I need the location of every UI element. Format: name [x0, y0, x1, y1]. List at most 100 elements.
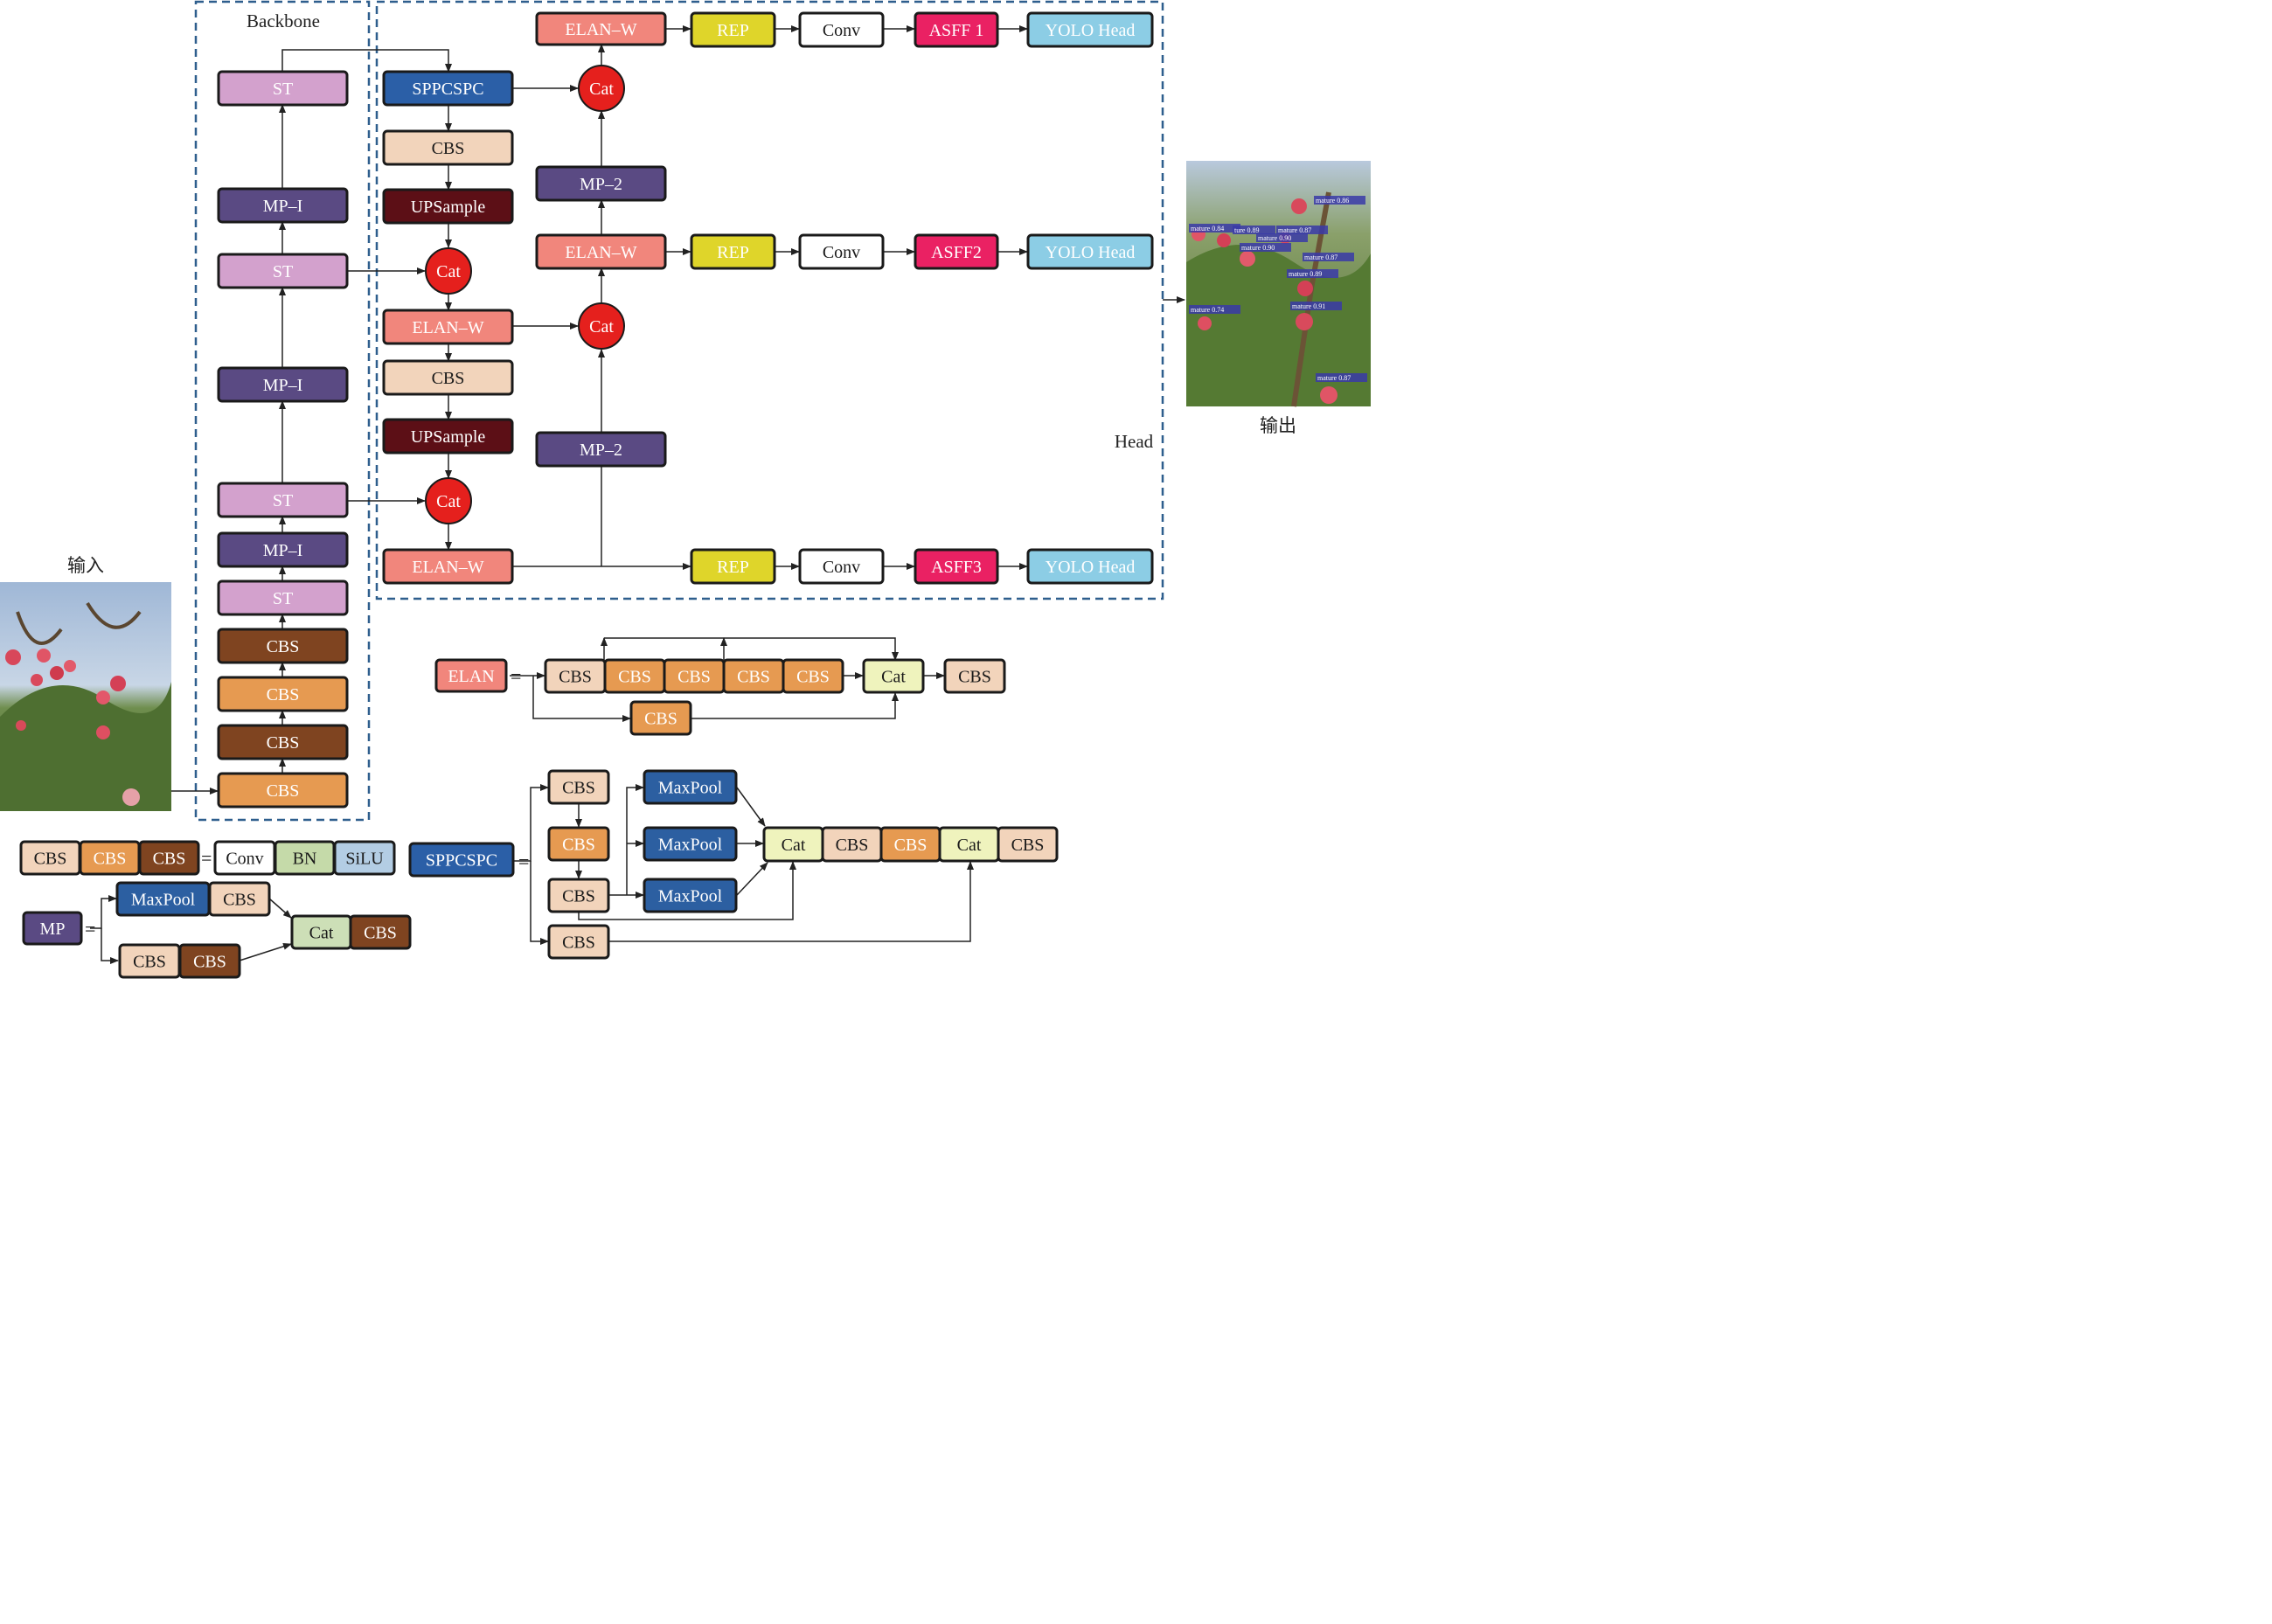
conv-block: Conv: [798, 548, 885, 585]
neck-cbs-block: CBS: [382, 129, 514, 166]
detection-label: mature 0.90: [1258, 234, 1291, 242]
detection-label: mature 0.84: [1191, 225, 1224, 232]
neck-upsample-block-label: UPSample: [411, 427, 486, 447]
backbone-st-block: ST: [217, 70, 349, 107]
cat-node-label: Cat: [589, 80, 614, 99]
backbone-mp-block-label: MP–I: [263, 541, 303, 560]
yolo-head-block: YOLO Head: [1026, 11, 1154, 48]
detection-label: mature 0.90: [1241, 244, 1275, 252]
asff-block-label: ASFF3: [931, 558, 982, 577]
legend-spp-cat: Cat: [938, 826, 1000, 863]
legend-cbs-part-label: CBS: [34, 850, 67, 869]
neck-sppcspc-block: SPPCSPC: [382, 70, 514, 107]
legend-elan-cbs: CBS: [544, 658, 607, 694]
head-mp-2-mid: MP–2: [535, 431, 667, 468]
detection-label-bg: [1233, 226, 1275, 234]
head-elan-w-mid-label: ELAN–W: [565, 243, 636, 262]
backbone-cbs-block: CBS: [217, 772, 349, 809]
detection-label-bg: [1290, 302, 1342, 310]
input-image: [0, 582, 171, 811]
detection-label-bg: [1316, 373, 1367, 382]
neck-elan-w-block-label: ELAN–W: [412, 318, 483, 337]
legend-spp-cbs-label: CBS: [836, 836, 869, 855]
yolo-head-block-label: YOLO Head: [1046, 558, 1136, 577]
conv-block-label: Conv: [823, 243, 860, 262]
conv-block-label: Conv: [823, 21, 860, 40]
head-elan-w-top-label: ELAN–W: [565, 20, 636, 39]
legend-elan-cat-label: Cat: [881, 668, 906, 687]
detection-label-bg: [1189, 224, 1240, 232]
legend-spp-cbs-label: CBS: [894, 836, 928, 855]
detection-label-bg: [1240, 243, 1291, 252]
backbone-mp-block: MP–I: [217, 187, 349, 224]
detection-label: mature 0.74: [1191, 306, 1224, 314]
legend-cbs-part: CBS: [138, 840, 200, 876]
legend-spp-maxpool: MaxPool: [643, 878, 738, 913]
legend-elan-cbs-label: CBS: [677, 668, 711, 687]
equals-sign: =: [201, 847, 212, 869]
legend-spp-cbs: CBS: [547, 878, 610, 913]
legend-spp-maxpool-label: MaxPool: [658, 887, 723, 906]
neck-elan-w-block-label: ELAN–W: [412, 558, 483, 577]
legend-cbs-part-label: CBS: [153, 850, 186, 869]
backbone-cbs-block-label: CBS: [267, 733, 300, 753]
detection-label: mature 0.87: [1278, 226, 1311, 234]
detection-label: ture 0.89: [1234, 226, 1259, 234]
equals-sign: =: [518, 850, 529, 872]
legend-spp-maxpool-label: MaxPool: [658, 836, 723, 855]
cat-node-label: Cat: [436, 492, 461, 511]
legend-mp: MP: [22, 911, 83, 946]
neck-elan-w-block: ELAN–W: [382, 548, 514, 585]
legend-conv-label: Conv: [226, 850, 263, 869]
detection-label-bg: [1314, 196, 1365, 205]
legend-spp-cbs: CBS: [997, 826, 1059, 863]
legend-elan-cbs: CBS: [663, 658, 726, 694]
neck-upsample-block: UPSample: [382, 188, 514, 225]
legend-mp-maxpool: MaxPool: [115, 881, 211, 917]
legend-mp-label: MP: [40, 920, 66, 939]
legend-spp-cbs-label: CBS: [562, 836, 595, 855]
conv-block: Conv: [798, 233, 885, 270]
backbone-frame: [194, 0, 371, 822]
legend-spp-maxpool: MaxPool: [643, 826, 738, 862]
rep-block: REP: [690, 11, 776, 48]
rep-block: REP: [690, 233, 776, 270]
neck-elan-w-block: ELAN–W: [382, 309, 514, 345]
legend-elan-cbs-label: CBS: [737, 668, 770, 687]
rep-block-label: REP: [717, 558, 749, 577]
legend-mp-cbs: CBS: [178, 943, 241, 979]
conv-block: Conv: [798, 11, 885, 48]
backbone-label: Backbone: [247, 10, 320, 31]
neck-cbs-block-label: CBS: [432, 369, 465, 388]
neck-cbs-block-label: CBS: [432, 139, 465, 158]
legend-elan-cbs-label: CBS: [618, 668, 651, 687]
legend-cbs-part: CBS: [79, 840, 141, 876]
backbone-cbs-block-label: CBS: [267, 781, 300, 801]
asff-block: ASFF3: [914, 548, 999, 585]
neck-upsample-block: UPSample: [382, 418, 514, 455]
backbone-cbs-block-label: CBS: [267, 637, 300, 656]
legend-elan-cbs-bottom-label: CBS: [644, 710, 677, 729]
legend-elan: ELAN: [434, 658, 508, 693]
head-mp-2-mid-label: MP–2: [580, 441, 622, 460]
cat-node: Cat: [425, 247, 472, 295]
legend-elan-cbs: CBS: [722, 658, 785, 694]
cat-node-label: Cat: [589, 317, 614, 337]
head-elan-w-top: ELAN–W: [535, 11, 667, 46]
yolo-head-block-label: YOLO Head: [1046, 243, 1136, 262]
cat-node: Cat: [578, 65, 625, 112]
legend-spp-cbs-label: CBS: [562, 887, 595, 906]
yolo-head-block: YOLO Head: [1026, 548, 1154, 585]
output-label: 输出: [1260, 415, 1296, 436]
legend-spp-cbs-label: CBS: [562, 933, 595, 953]
legend-mp-cat: Cat: [290, 914, 352, 950]
backbone-st-block-label: ST: [273, 80, 293, 99]
legend-spp-cbs: CBS: [547, 924, 610, 960]
legend-silu: SiLU: [333, 840, 396, 876]
asff-block-label: ASFF 1: [929, 21, 984, 40]
detection-label: mature 0.87: [1304, 253, 1337, 261]
cat-node: Cat: [425, 477, 472, 524]
asff-block: ASFF 1: [914, 11, 999, 48]
head-mp-2-top-label: MP–2: [580, 175, 622, 194]
